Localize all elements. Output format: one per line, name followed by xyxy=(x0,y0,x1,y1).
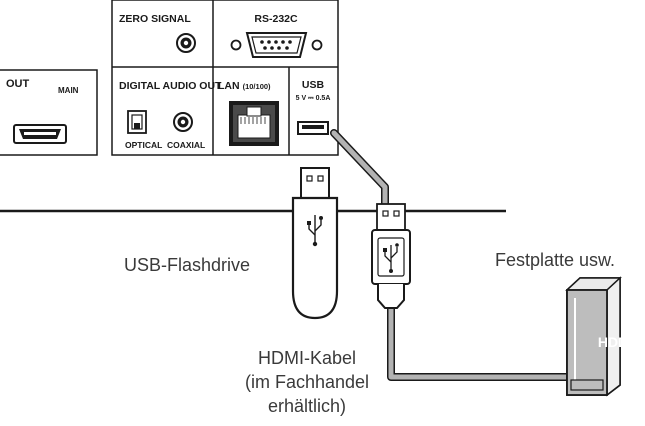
zero-signal-jack-icon xyxy=(176,33,196,53)
lan-label-text: LAN xyxy=(218,80,240,92)
lan-port-icon xyxy=(229,101,279,146)
usb-label: USB xyxy=(302,79,325,91)
lan-label: LAN(10/100) xyxy=(218,80,271,92)
optical-port-icon xyxy=(127,110,147,134)
cable-caption-line3: erhältlich) xyxy=(268,396,346,416)
coaxial-jack-icon xyxy=(173,112,193,132)
cable-caption-line2: (im Fachhandel xyxy=(245,372,369,392)
coaxial-label: COAXIAL xyxy=(167,140,205,150)
hdd-icon: HDD xyxy=(565,276,628,397)
zero-signal-label: ZERO SIGNAL xyxy=(119,13,191,25)
out-label: OUT xyxy=(6,78,30,90)
usb-cable xyxy=(330,129,572,381)
hdmi-port-icon xyxy=(13,124,67,144)
rear-panel: ZERO SIGNAL RS-232C DIGITAL AUDIO OUT LA… xyxy=(111,0,339,156)
digital-audio-out-label: DIGITAL AUDIO OUT xyxy=(119,80,222,92)
harddisk-caption: Festplatte usw. xyxy=(495,250,615,270)
rs232c-label: RS-232C xyxy=(254,13,298,25)
usb-port-icon xyxy=(297,121,329,135)
lan-sub-label: (10/100) xyxy=(243,82,271,91)
cable-caption-line1: HDMI-Kabel xyxy=(258,348,356,368)
flashdrive-caption: USB-Flashdrive xyxy=(124,255,250,275)
out-sub-label: MAIN xyxy=(58,86,79,95)
usb-flashdrive-icon xyxy=(291,167,339,320)
hdd-text: HDD xyxy=(598,334,628,350)
usb-cable-plug-icon xyxy=(371,203,411,309)
hdmi-out-panel: OUT MAIN xyxy=(0,69,98,156)
rs232c-port-icon xyxy=(230,32,323,58)
usb-rating-label: 5 V ⎓ 0.5A xyxy=(296,95,331,102)
optical-label: OPTICAL xyxy=(125,140,162,150)
